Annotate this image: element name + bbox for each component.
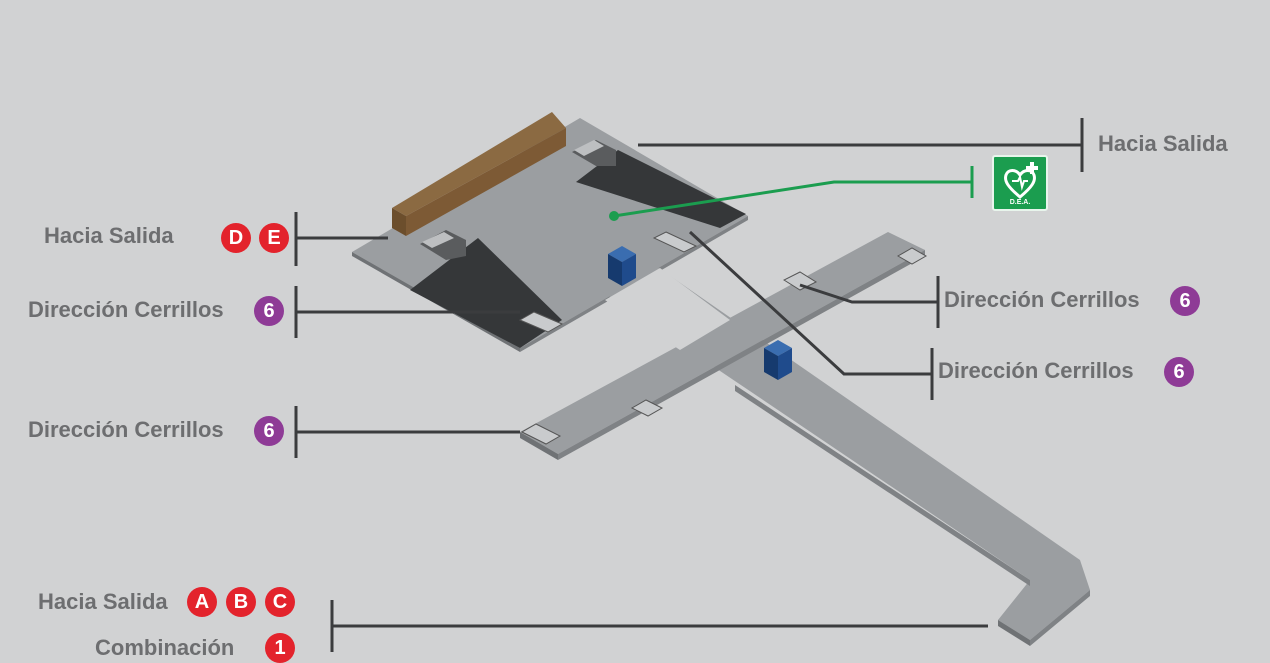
label-cerrillos-right-1: Dirección Cerrillos [944, 287, 1140, 312]
stairs-mid [518, 231, 698, 333]
label-exit-abc: Hacia Salida [38, 589, 168, 614]
badge-line-1: 1 [265, 633, 295, 663]
dark-area-upper [576, 150, 746, 228]
badge-line-6: 6 [1170, 286, 1200, 316]
dea-label: D.E.A. [1009, 199, 1031, 206]
badge-line-6: 6 [254, 296, 284, 326]
floor-gap [605, 268, 730, 350]
badge-line-6: 6 [1164, 357, 1194, 387]
badge-exit-a: A [187, 587, 217, 617]
elevator-icon [608, 246, 636, 286]
label-cerrillos-left-1: Dirección Cerrillos [28, 297, 224, 322]
badge-exit-c: C [265, 587, 295, 617]
label-exit-top-right: Hacia Salida [1098, 131, 1228, 156]
dea-sign: D.E.A. [992, 155, 1048, 211]
stairs-left [420, 230, 466, 260]
label-exit-de: Hacia Salida [44, 223, 174, 248]
badge-exit-e: E [259, 223, 289, 253]
label-combination: Combinación [95, 635, 235, 660]
brown-wall [392, 112, 566, 236]
stairs-cross [520, 247, 928, 445]
elevator-icon [764, 340, 792, 380]
badge-exit-d: D [221, 223, 251, 253]
dea-leader [609, 166, 974, 221]
label-cerrillos-left-2: Dirección Cerrillos [28, 417, 224, 442]
stairs-top [572, 140, 616, 166]
badge-line-6: 6 [254, 416, 284, 446]
badge-exit-b: B [226, 587, 256, 617]
heart-defibrillator-icon [1004, 162, 1038, 199]
leader-lines [294, 118, 1084, 652]
label-cerrillos-right-2: Dirección Cerrillos [938, 358, 1134, 383]
